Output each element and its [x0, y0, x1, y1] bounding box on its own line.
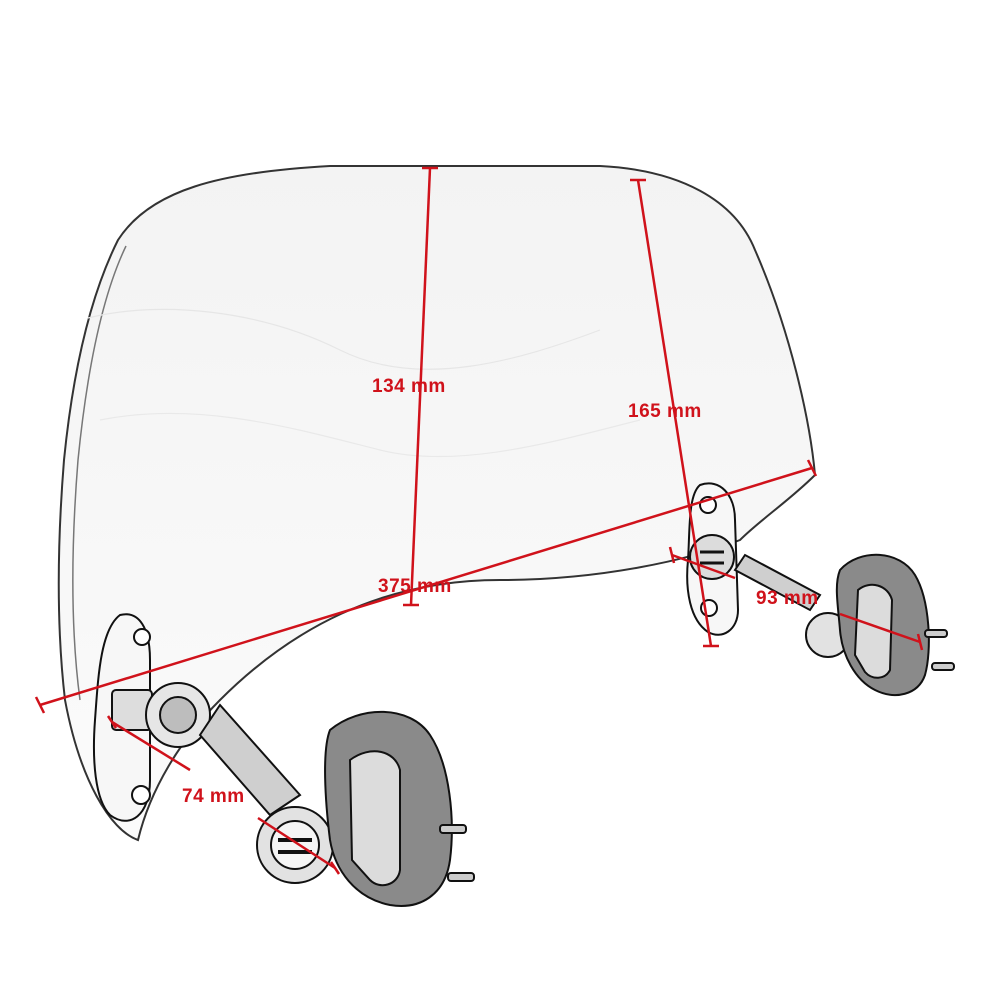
label-height-center: 134 mm [372, 376, 446, 397]
label-height-right: 165 mm [628, 401, 702, 422]
dim-line-arm-left [111, 720, 191, 772]
left-screen-bracket [92, 613, 153, 822]
label-arm-left: 74 mm [182, 786, 245, 807]
dim-line-height-center [409, 167, 432, 606]
left-handlebar-clamp [324, 710, 475, 907]
dim-line-width [39, 466, 813, 707]
right-handlebar-clamp [835, 553, 955, 696]
label-arm-right: 93 mm [756, 588, 819, 609]
left-mount-arm [145, 682, 334, 884]
right-screen-bracket [686, 482, 740, 636]
label-width: 375 mm [378, 576, 452, 597]
dim-line-height-right [636, 179, 713, 647]
dim-line-arm-right [671, 553, 736, 580]
windshield-screen [57, 165, 817, 842]
dimension-lines [34, 166, 924, 875]
